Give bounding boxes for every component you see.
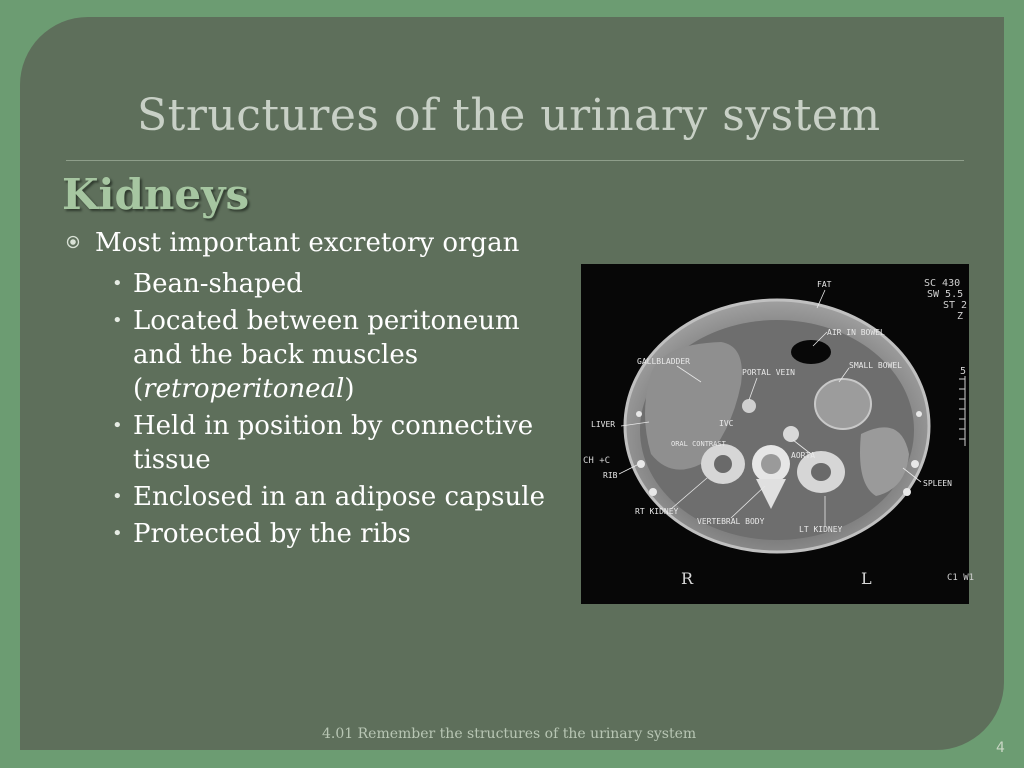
ct-small-bowel xyxy=(814,378,872,430)
ct-label-rib: RIB xyxy=(603,471,618,480)
sub-bullet-text: Located between peritoneum and the back … xyxy=(133,306,520,404)
ct-label-ivc: IVC xyxy=(719,419,734,428)
ct-leader-lines xyxy=(618,289,922,526)
sub-bullet-item: • Located between peritoneum and the bac… xyxy=(66,304,566,406)
sub-bullet-text: Held in position by connective tissue xyxy=(133,411,534,475)
bullet-dot-icon: • xyxy=(112,273,123,294)
ct-label-portal-vein: PORTAL VEIN xyxy=(742,368,795,377)
bullet-dot-icon: • xyxy=(112,415,123,436)
ct-label-aorta: AORTA xyxy=(791,451,815,460)
ct-ruler xyxy=(959,376,966,446)
ct-label-liver: LIVER xyxy=(591,420,615,429)
title-divider xyxy=(66,160,964,161)
main-bullet: Most important excretory organ xyxy=(66,226,566,261)
sub-bullet-item: • Held in position by connective tissue xyxy=(66,409,566,477)
ct-label-fat: FAT xyxy=(817,280,832,289)
sub-bullet-text-end: ) xyxy=(344,374,355,404)
ct-scale-digit: 5 xyxy=(960,366,966,377)
ct-spleen xyxy=(860,427,909,496)
ct-label-gallbladder: GALLBLADDER xyxy=(637,357,690,366)
ct-label-right-side: R xyxy=(681,569,694,588)
ct-liver xyxy=(645,342,742,470)
sub-bullet-text: Protected by the ribs xyxy=(133,519,411,549)
ct-label-vertebral-body: VERTEBRAL BODY xyxy=(697,517,765,526)
scanner-info-line: SW 5.5 xyxy=(927,289,963,300)
ct-ivc xyxy=(742,399,756,413)
slide-subheading: Kidneys xyxy=(62,170,250,219)
ct-label-rt-kidney: RT KIDNEY xyxy=(635,507,679,516)
bullet-list: Most important excretory organ • Bean-sh… xyxy=(66,226,566,554)
circle-bullet-icon xyxy=(66,235,80,249)
sub-bullet-list: • Bean-shaped • Located between peritone… xyxy=(66,267,566,551)
ct-scan-drawing: SC 430 SW 5.5 ST 2 Z CH +C C1 W1 5 xyxy=(583,278,974,588)
ct-label-spleen: SPLEEN xyxy=(923,479,952,488)
bullet-dot-icon: • xyxy=(112,523,123,544)
scanner-info-line: ST 2 xyxy=(943,300,967,311)
ct-label-air-in-bowel: AIR IN BOWEL xyxy=(827,328,885,337)
bullet-dot-icon: • xyxy=(112,486,123,507)
sub-bullet-text: Enclosed in an adipose capsule xyxy=(133,482,545,512)
sub-bullet-text: Bean-shaped xyxy=(133,269,303,299)
ct-air-pocket xyxy=(791,340,831,364)
scanner-info-line: SC 430 xyxy=(924,278,960,289)
ct-scan-image: SC 430 SW 5.5 ST 2 Z CH +C C1 W1 5 xyxy=(581,264,974,604)
scanner-info-line: Z xyxy=(957,311,963,322)
sub-bullet-italic-text: retroperitoneal xyxy=(143,374,345,404)
ct-label-left-side: L xyxy=(861,569,872,588)
slide-footer: 4.01 Remember the structures of the urin… xyxy=(322,726,697,742)
slide-title: Structures of the urinary system xyxy=(137,90,881,141)
bullet-dot-icon: • xyxy=(112,310,123,331)
sub-bullet-item: • Protected by the ribs xyxy=(66,517,566,551)
ct-label-oral-contrast: ORAL CONTRAST xyxy=(671,440,727,448)
scanner-corner-label: C1 W1 xyxy=(947,573,974,583)
main-bullet-text: Most important excretory organ xyxy=(95,228,520,258)
sub-bullet-item: • Enclosed in an adipose capsule xyxy=(66,480,566,514)
sub-bullet-item: • Bean-shaped xyxy=(66,267,566,301)
ct-label-lt-kidney: LT KIDNEY xyxy=(799,525,843,534)
slide-page-number: 4 xyxy=(996,740,1005,756)
scanner-edge-label: CH +C xyxy=(583,456,610,466)
ct-label-small-bowel: SMALL BOWEL xyxy=(849,361,902,370)
ct-ribs xyxy=(636,411,922,496)
ct-aorta xyxy=(783,426,799,442)
